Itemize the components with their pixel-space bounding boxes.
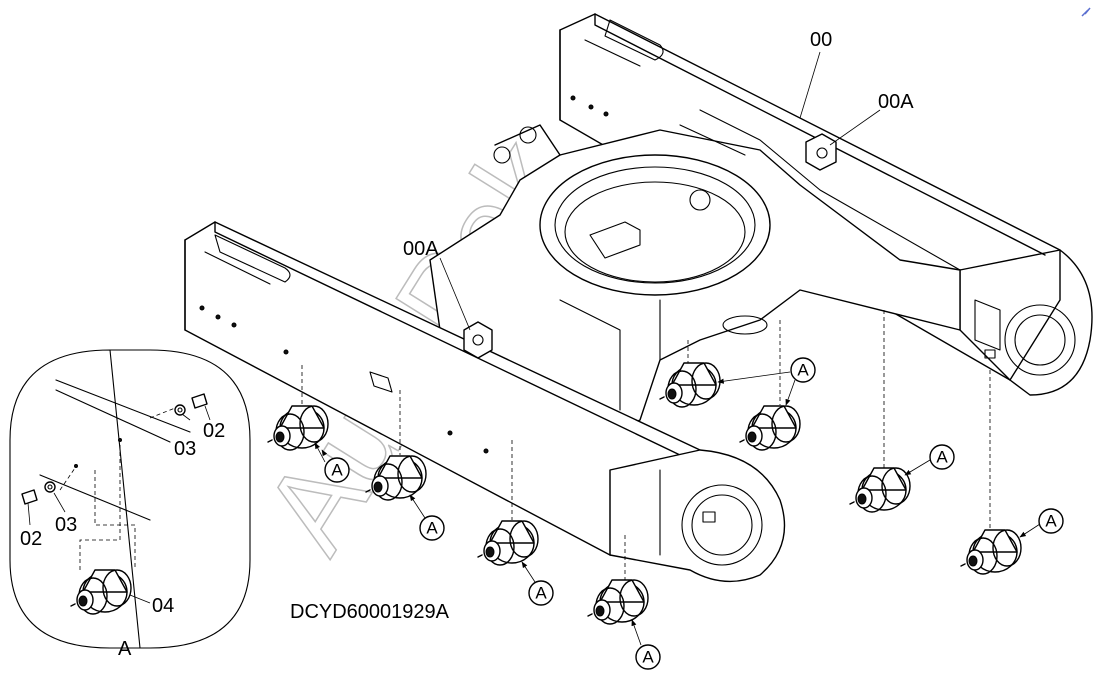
label-part-02-lower: 02 <box>20 528 42 550</box>
roller-7 <box>849 467 911 513</box>
roller-8 <box>960 529 1022 575</box>
callouts: A A A A A A A <box>314 357 1064 670</box>
label-part-04: 04 <box>152 595 174 617</box>
callout-a-3: A <box>528 580 554 606</box>
callout-a-7: A <box>1038 508 1064 534</box>
callout-a-4-text: A <box>642 648 654 667</box>
track-frame <box>184 13 1093 583</box>
callout-a-7-text: A <box>1045 512 1057 531</box>
roller-4 <box>587 579 649 625</box>
callout-a-1: A <box>324 457 350 483</box>
callout-a-2: A <box>419 515 445 541</box>
diagram-code: DCYD60001929A <box>290 601 450 623</box>
label-part-00: 00 <box>810 29 832 51</box>
callout-a-2-text: A <box>426 519 438 538</box>
callout-a-6-text: A <box>936 448 948 467</box>
leader-lines <box>301 51 991 580</box>
left-side-frame <box>184 221 786 583</box>
center-body <box>429 109 961 441</box>
callout-a-1-text: A <box>331 461 343 480</box>
detail-view-a: 03 02 03 02 04 A <box>9 349 251 660</box>
callout-a-4: A <box>635 644 661 670</box>
label-part-03-lower: 03 <box>55 514 77 536</box>
detail-caption: A <box>118 638 132 660</box>
label-part-02-upper: 02 <box>203 420 225 442</box>
callout-a-5-text: A <box>797 361 809 380</box>
roller-5 <box>659 362 721 408</box>
corner-mark <box>1081 7 1091 17</box>
roller-3 <box>477 520 539 566</box>
callout-a-3-text: A <box>535 584 547 603</box>
label-part-00a-right: 00A <box>878 91 914 113</box>
callout-a-5: A <box>790 357 816 383</box>
callout-a-6: A <box>929 444 955 470</box>
label-part-03-upper: 03 <box>174 438 196 460</box>
roller-6 <box>739 405 801 451</box>
label-part-00a-left: 00A <box>403 238 439 260</box>
